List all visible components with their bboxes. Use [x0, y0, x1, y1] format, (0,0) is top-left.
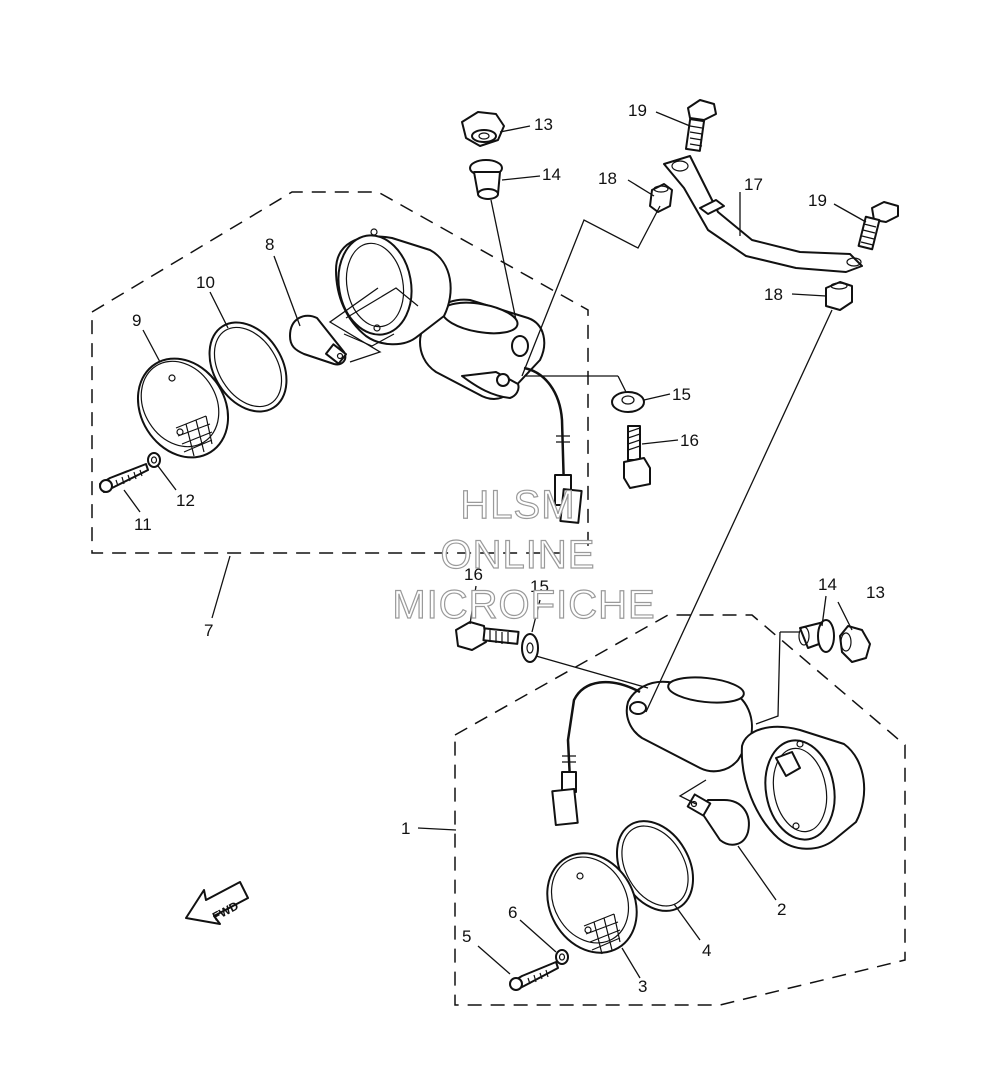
label-part-7[interactable]: 7: [204, 621, 213, 640]
label-part-4[interactable]: 4: [702, 941, 711, 960]
label-part-14-lower[interactable]: 14: [818, 575, 837, 594]
gasket-part-10[interactable]: [194, 308, 303, 425]
turn-signal-housing-rear[interactable]: [331, 228, 583, 524]
lens-part-3[interactable]: [530, 837, 655, 969]
collar-part-18-upper[interactable]: [649, 183, 673, 213]
label-part-6[interactable]: 6: [508, 903, 517, 922]
label-part-15-lower[interactable]: 15: [530, 577, 549, 596]
label-part-18-lower[interactable]: 18: [764, 285, 783, 304]
assembly-boundary-front: [454, 614, 906, 1006]
washer-part-6[interactable]: [555, 949, 569, 965]
label-part-19-a[interactable]: 19: [628, 101, 647, 120]
washer-part-15-lower[interactable]: [521, 633, 539, 663]
label-part-14-upper[interactable]: 14: [542, 165, 561, 184]
nut-part-13-upper[interactable]: [461, 111, 505, 147]
label-part-8[interactable]: 8: [265, 235, 274, 254]
label-part-11[interactable]: 11: [134, 515, 152, 534]
label-part-5[interactable]: 5: [462, 927, 471, 946]
label-part-19-b[interactable]: 19: [808, 191, 827, 210]
bolt-part-16-upper[interactable]: [623, 425, 651, 489]
screw-part-11[interactable]: [99, 463, 149, 493]
label-part-10[interactable]: 10: [196, 273, 215, 292]
label-part-9[interactable]: 9: [132, 311, 141, 330]
watermark-line-1: HLSM: [460, 483, 575, 527]
watermark-line-2: ONLINE: [441, 533, 596, 577]
alignment-lines: [328, 199, 833, 805]
bracket-part-17[interactable]: [663, 155, 863, 273]
collar-part-14-upper[interactable]: [469, 159, 503, 200]
watermark-line-3: MICROFICHE: [392, 583, 655, 627]
nut-part-13-lower[interactable]: [839, 625, 871, 663]
washer-part-15-upper[interactable]: [611, 391, 645, 413]
turn-signal-housing-front[interactable]: [551, 674, 866, 850]
bolt-part-19-a[interactable]: [684, 99, 717, 152]
fwd-arrow-icon: FWD: [185, 881, 249, 925]
washer-part-12[interactable]: [147, 452, 161, 468]
label-part-1[interactable]: 1: [401, 819, 410, 838]
lens-part-9[interactable]: [120, 342, 246, 475]
label-part-12[interactable]: 12: [176, 491, 195, 510]
label-part-15-upper[interactable]: 15: [672, 385, 691, 404]
label-part-13-upper[interactable]: 13: [534, 115, 553, 134]
assembly-boundary-rear: [91, 191, 589, 554]
part-labels: 1 2 3 4 5 6 7 8 9 10 11 12 13 13 14 14 1…: [132, 101, 885, 996]
bulb-part-8[interactable]: [289, 314, 347, 366]
bolt-part-19-b[interactable]: [857, 201, 899, 251]
bolt-part-16-lower[interactable]: [455, 621, 520, 651]
label-part-17[interactable]: 17: [744, 175, 763, 194]
label-part-16-lower[interactable]: 16: [464, 565, 483, 584]
label-part-16-upper[interactable]: 16: [680, 431, 699, 450]
leader-lines: [123, 111, 867, 979]
label-part-3[interactable]: 3: [638, 977, 647, 996]
label-part-2[interactable]: 2: [777, 900, 786, 919]
bulb-part-2[interactable]: [686, 793, 750, 846]
label-part-18-upper[interactable]: 18: [598, 169, 617, 188]
collar-part-14-lower[interactable]: [798, 619, 835, 653]
watermark: HLSM ONLINE MICROFICHE: [392, 482, 656, 627]
label-part-13-lower[interactable]: 13: [866, 583, 885, 602]
collar-part-18-lower[interactable]: [825, 281, 853, 311]
screw-part-5[interactable]: [509, 961, 559, 991]
